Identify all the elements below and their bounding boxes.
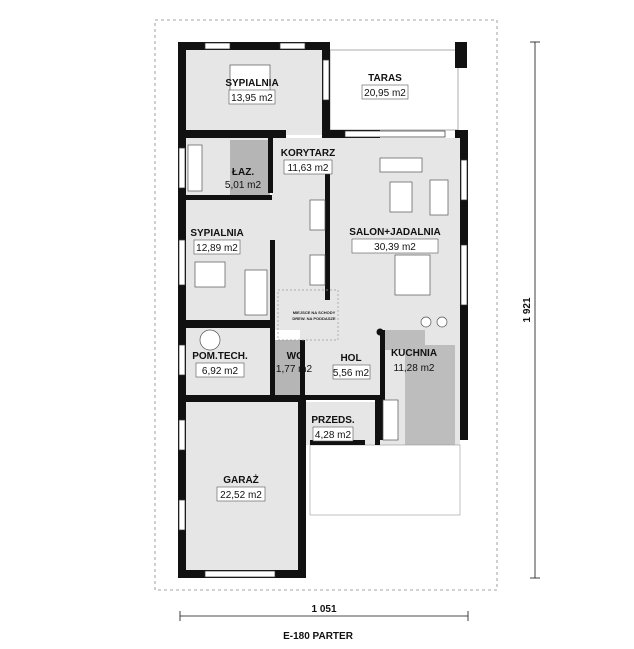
width-dimension-label: 1 051: [311, 604, 336, 615]
room-area-korytarz: 11,63 m2: [288, 163, 329, 174]
room-name-pom-tech: POM.TECH.: [192, 351, 248, 362]
room-name-kuchnia: KUCHNIA: [391, 348, 437, 359]
room-area-kuchnia: 11,28 m2: [394, 363, 435, 374]
height-dimension-label: 1 921: [522, 297, 533, 322]
room-area-lazienka: 5,01 m2: [225, 180, 262, 191]
room-name-sypialnia-1: SYPIALNIA: [225, 78, 278, 89]
room-area-garaz: 22,52 m2: [220, 490, 262, 501]
room-labels: SYPIALNIA 13,95 m2 TARAS 20,95 m2 KORYTA…: [190, 73, 441, 502]
room-name-lazienka: ŁAZ.: [232, 167, 254, 178]
chimney-dot: [376, 328, 384, 336]
room-area-sypialnia-2: 12,89 m2: [196, 243, 238, 254]
room-name-sypialnia-2: SYPIALNIA: [190, 228, 243, 239]
room-area-wc: 1,77 m2: [276, 364, 313, 375]
room-area-taras: 20,95 m2: [364, 88, 406, 99]
room-name-taras: TARAS: [368, 73, 402, 84]
room-name-hol: HOL: [340, 353, 361, 364]
room-name-salon-jadalnia: SALON+JADALNIA: [349, 227, 440, 238]
room-name-korytarz: KORYTARZ: [281, 148, 335, 159]
plan-title: E-180 PARTER: [283, 631, 354, 642]
room-name-garaz: GARAŻ: [223, 473, 259, 486]
room-area-sypialnia-1: 13,95 m2: [231, 93, 273, 104]
room-area-przedsionek: 4,28 m2: [315, 430, 352, 441]
room-name-wc: WC: [287, 351, 304, 362]
room-area-hol: 5,56 m2: [333, 368, 370, 379]
stairs-note-line2: DREW. NA PODDASZE: [292, 316, 336, 321]
stairs-note-line1: MIEJSCE NA SCHODY: [293, 310, 336, 315]
roof-outline: [154, 19, 498, 591]
furniture: [187, 64, 449, 441]
room-area-salon-jadalnia: 30,39 m2: [374, 242, 416, 253]
room-name-przedsionek: PRZEDS.: [311, 415, 355, 426]
dimension-height: 1 921: [522, 41, 540, 579]
windows: [178, 42, 468, 578]
room-area-pom-tech: 6,92 m2: [202, 366, 239, 377]
dimension-width: 1 051: [179, 604, 469, 621]
